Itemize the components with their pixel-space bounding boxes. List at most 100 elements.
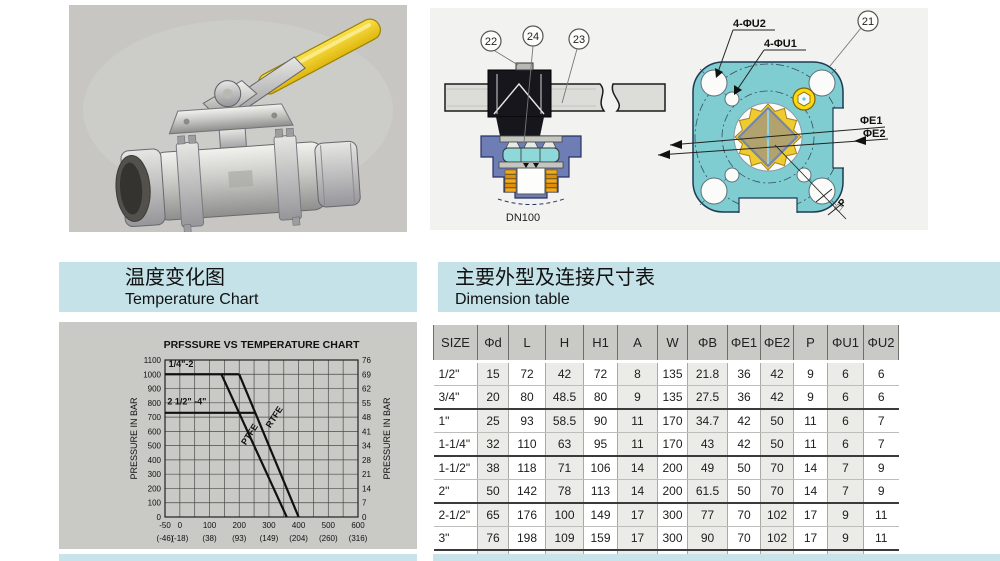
x-subtick: (-18) [171,534,188,543]
table-cell: 11 [793,409,828,433]
table-cell: 118 [508,456,546,480]
technical-drawings: 22 24 23 DN100 [444,10,889,224]
bottom-notch [738,197,798,213]
table-cell: 21.8 [687,361,728,386]
side-notch [832,107,844,169]
x-subtick: (93) [232,534,247,543]
table-cell: 7 [827,456,864,480]
temperature-chart-title-cn: 温度变化图 [125,266,225,289]
balloon-22-label: 22 [485,36,497,48]
table-cell: 100 [545,503,584,527]
table-cell: 9 [617,385,658,410]
table-cell: 159 [583,526,618,551]
table-cell: 17 [793,503,828,527]
plot-border [164,359,359,518]
table-cell: 42 [545,361,584,386]
table-cell: 36 [727,361,761,386]
spring-stack-left [504,169,517,193]
y-axis-label-right: PRESSURE IN BAR [382,397,392,480]
balloon-22 [480,30,502,52]
table-cell: 34.7 [687,409,728,433]
table-cell: 49 [687,456,728,480]
table-cell: 110 [508,432,546,457]
table-cell: 9 [793,361,828,386]
table-cell: 38 [477,456,509,480]
balloon-21 [857,10,879,32]
y-tick-left: 500 [148,442,162,451]
table-cell: 6 [827,409,864,433]
table-cell-size: 1-1/4" [433,432,478,457]
table-cell: 72 [508,361,546,386]
table-cell-size: 3" [433,526,478,551]
table-cell: 11 [617,409,658,433]
table-cell: 42 [760,385,794,410]
table-cell: 170 [657,432,688,457]
table-cell: 6 [827,385,864,410]
balloon-21-label: 21 [862,16,874,28]
y-tick-right: 48 [362,413,371,422]
valve-assembly [115,18,381,234]
chart-annotation: 1/4"-2 [169,359,194,369]
table-cell-size: 2-1/2" [433,503,478,527]
table-cell-size: 1-1/2" [433,456,478,480]
y-tick-right: 14 [362,484,371,493]
table-cell: 17 [793,526,828,551]
table-cell: 9 [863,456,899,480]
y-tick-right: 62 [362,385,371,394]
table-cell: 63 [545,432,584,457]
balloon-23-label: 23 [573,34,585,46]
dim-label-E2: ΦE2 [863,128,885,140]
table-cell: 43 [687,432,728,457]
table-cell: 70 [760,456,794,480]
temperature-chart-header: 温度变化图 Temperature Chart [59,262,417,312]
table-cell: 300 [657,503,688,527]
table-header-cell: H [545,325,584,363]
table-header-cell: ΦE2 [760,325,794,363]
bolt-holes-U2 [699,68,837,206]
y-tick-right: 69 [362,370,371,379]
table-cell: 11 [863,503,899,527]
ball-valve-photo [69,5,407,234]
table-cell: 50 [727,479,761,504]
table-cell: 80 [583,385,618,410]
x-tick: 600 [351,521,365,530]
temperature-chart-title-en: Temperature Chart [125,290,259,308]
table-cell: 17 [617,526,658,551]
table-cell: 102 [760,526,794,551]
y-tick-left: 400 [148,456,162,465]
body-stamp [228,170,254,188]
y-tick-left: 100 [148,499,162,508]
end-cap-right [314,140,361,208]
section-caption: DN100 [506,212,540,224]
table-cell: 176 [508,503,546,527]
table-cell: 200 [657,456,688,480]
table-cell: 42 [760,361,794,386]
table-cell-size: 1/2" [433,361,478,386]
x-tick: 500 [322,521,336,530]
table-cell: 65 [477,503,509,527]
mounting-plate [168,103,294,135]
table-cell: 72 [583,361,618,386]
cross-section-view: 22 24 23 DN100 [444,25,666,224]
x-tick: 300 [262,521,276,530]
dimension-table-title-cn: 主要外型及连接尺寸表 [455,266,655,289]
series-rtfe [238,373,300,518]
y-tick-right: 55 [362,399,371,408]
table-cell: 198 [508,526,546,551]
bottom-accent-strip-right [433,554,1000,561]
table-cell: 48.5 [545,385,584,410]
table-cell: 14 [793,479,828,504]
table-cell: 11 [617,432,658,457]
stem-cap [515,62,534,71]
table-cell: 70 [727,526,761,551]
table-cell: 113 [583,479,618,504]
table-header-cell: ΦE1 [727,325,761,363]
table-header-cell: ΦB [687,325,728,363]
table-cell: 70 [760,479,794,504]
table-cell: 50 [760,409,794,433]
